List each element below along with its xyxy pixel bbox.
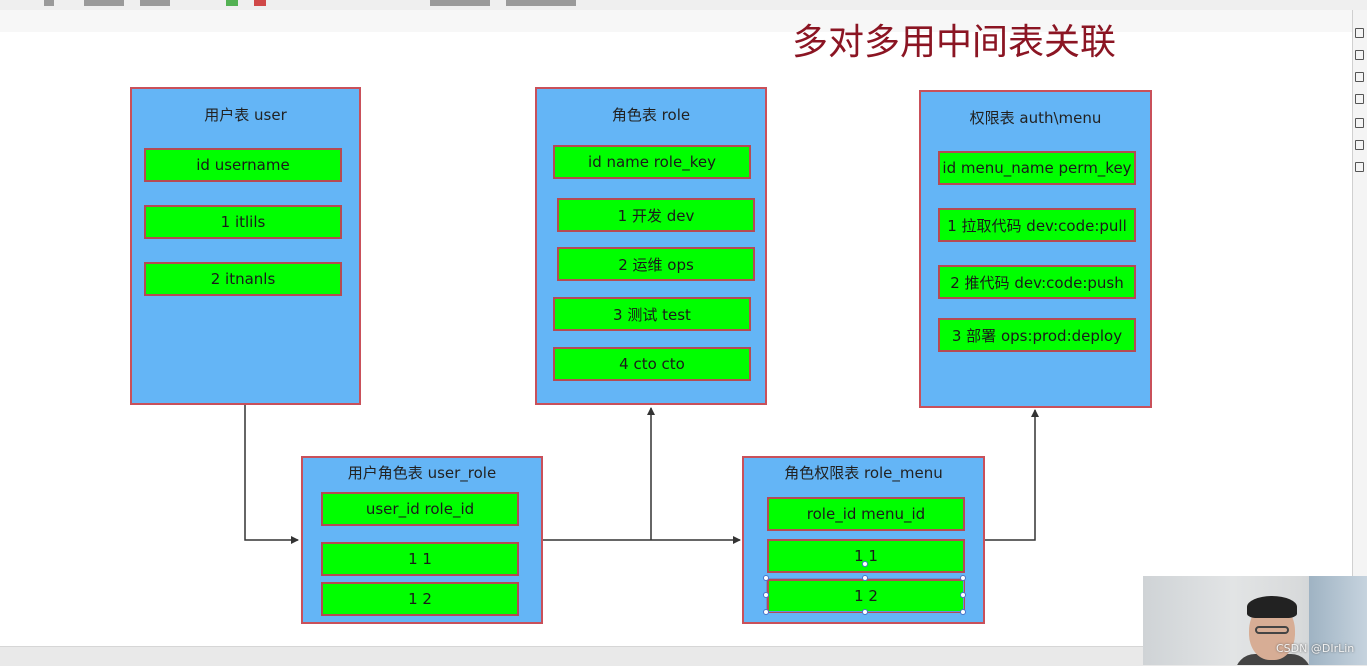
table-user-role[interactable]: 用户角色表 user_role user_id role_id 1 1 1 2 [301, 456, 543, 624]
table-row[interactable]: 4 cto cto [553, 347, 751, 381]
table-row[interactable]: id menu_name perm_key [938, 151, 1136, 185]
presenter-glasses [1255, 626, 1289, 634]
table-title: 用户角色表 user_role [347, 464, 497, 482]
table-title: 权限表 auth\menu [969, 109, 1102, 127]
table-row[interactable]: 1 itlils [144, 205, 342, 239]
toolbar-icon[interactable] [506, 0, 576, 6]
user-to-userrole-connector[interactable] [244, 405, 299, 544]
resize-handle[interactable] [960, 592, 966, 598]
table-row[interactable]: 3 测试 test [553, 297, 751, 331]
rotate-handle[interactable] [862, 561, 868, 567]
copy-icon[interactable] [1355, 94, 1364, 104]
format-icon[interactable] [1355, 50, 1364, 60]
table-row[interactable]: 3 部署 ops:prod:deploy [938, 318, 1136, 352]
table-row[interactable]: 2 运维 ops [557, 247, 755, 281]
resize-handle[interactable] [960, 609, 966, 615]
resize-handle[interactable] [862, 609, 868, 615]
table-row[interactable]: id name role_key [553, 145, 751, 179]
table-auth-menu[interactable]: 权限表 auth\menu id menu_name perm_key 1 拉取… [919, 90, 1152, 408]
table-title: 角色表 role [611, 106, 691, 124]
table-title: 用户表 user [204, 106, 287, 124]
share-icon[interactable] [1355, 140, 1364, 150]
resize-handle[interactable] [763, 575, 769, 581]
status-bar [0, 646, 1367, 666]
table-row[interactable]: 1 1 [321, 542, 519, 576]
expand-icon[interactable] [1355, 28, 1364, 38]
resize-handle[interactable] [960, 575, 966, 581]
toolbar-icon[interactable] [140, 0, 170, 6]
table-user[interactable]: 用户表 user id username 1 itlils 2 itnanls [130, 87, 361, 405]
toolbar-icon[interactable] [254, 0, 266, 6]
table-row[interactable]: role_id menu_id [767, 497, 965, 531]
table-row[interactable]: 2 推代码 dev:code:push [938, 265, 1136, 299]
resize-handle[interactable] [763, 592, 769, 598]
comment-icon[interactable] [1355, 162, 1364, 172]
webcam-overlay [1143, 576, 1367, 665]
presenter-hair [1247, 596, 1297, 618]
resize-handle[interactable] [763, 609, 769, 615]
rolemenu-to-auth-connector[interactable] [985, 409, 1039, 541]
table-row[interactable]: 2 itnanls [144, 262, 342, 296]
webcam-window-light [1309, 576, 1367, 665]
toolbar-icon[interactable] [430, 0, 490, 6]
toolbar-icon[interactable] [44, 0, 54, 6]
table-title: 角色权限表 role_menu [784, 464, 943, 482]
right-tool-rail [1353, 10, 1367, 646]
canvas-ruler-band [0, 10, 1352, 32]
toolbar-icon[interactable] [226, 0, 238, 6]
table-role-menu[interactable]: 角色权限表 role_menu role_id menu_id 1 1 1 2 [742, 456, 985, 624]
table-row[interactable]: 1 开发 dev [557, 198, 755, 232]
table-row[interactable]: user_id role_id [321, 492, 519, 526]
table-row[interactable]: 1 拉取代码 dev:code:pull [938, 208, 1136, 242]
toolbar-icon[interactable] [84, 0, 124, 6]
table-role[interactable]: 角色表 role id name role_key 1 开发 dev 2 运维 … [535, 87, 767, 405]
watermark: CSDN @DIrLin [1276, 642, 1355, 655]
page-icon[interactable] [1355, 72, 1364, 82]
table-row[interactable]: id username [144, 148, 342, 182]
resize-handle[interactable] [862, 575, 868, 581]
document-icon[interactable] [1355, 118, 1364, 128]
table-row[interactable]: 1 2 [321, 582, 519, 616]
table-row[interactable]: 1 1 [767, 539, 965, 573]
selection-box [766, 578, 964, 612]
diagram-headline: 多对多用中间表关联 [792, 22, 1117, 63]
